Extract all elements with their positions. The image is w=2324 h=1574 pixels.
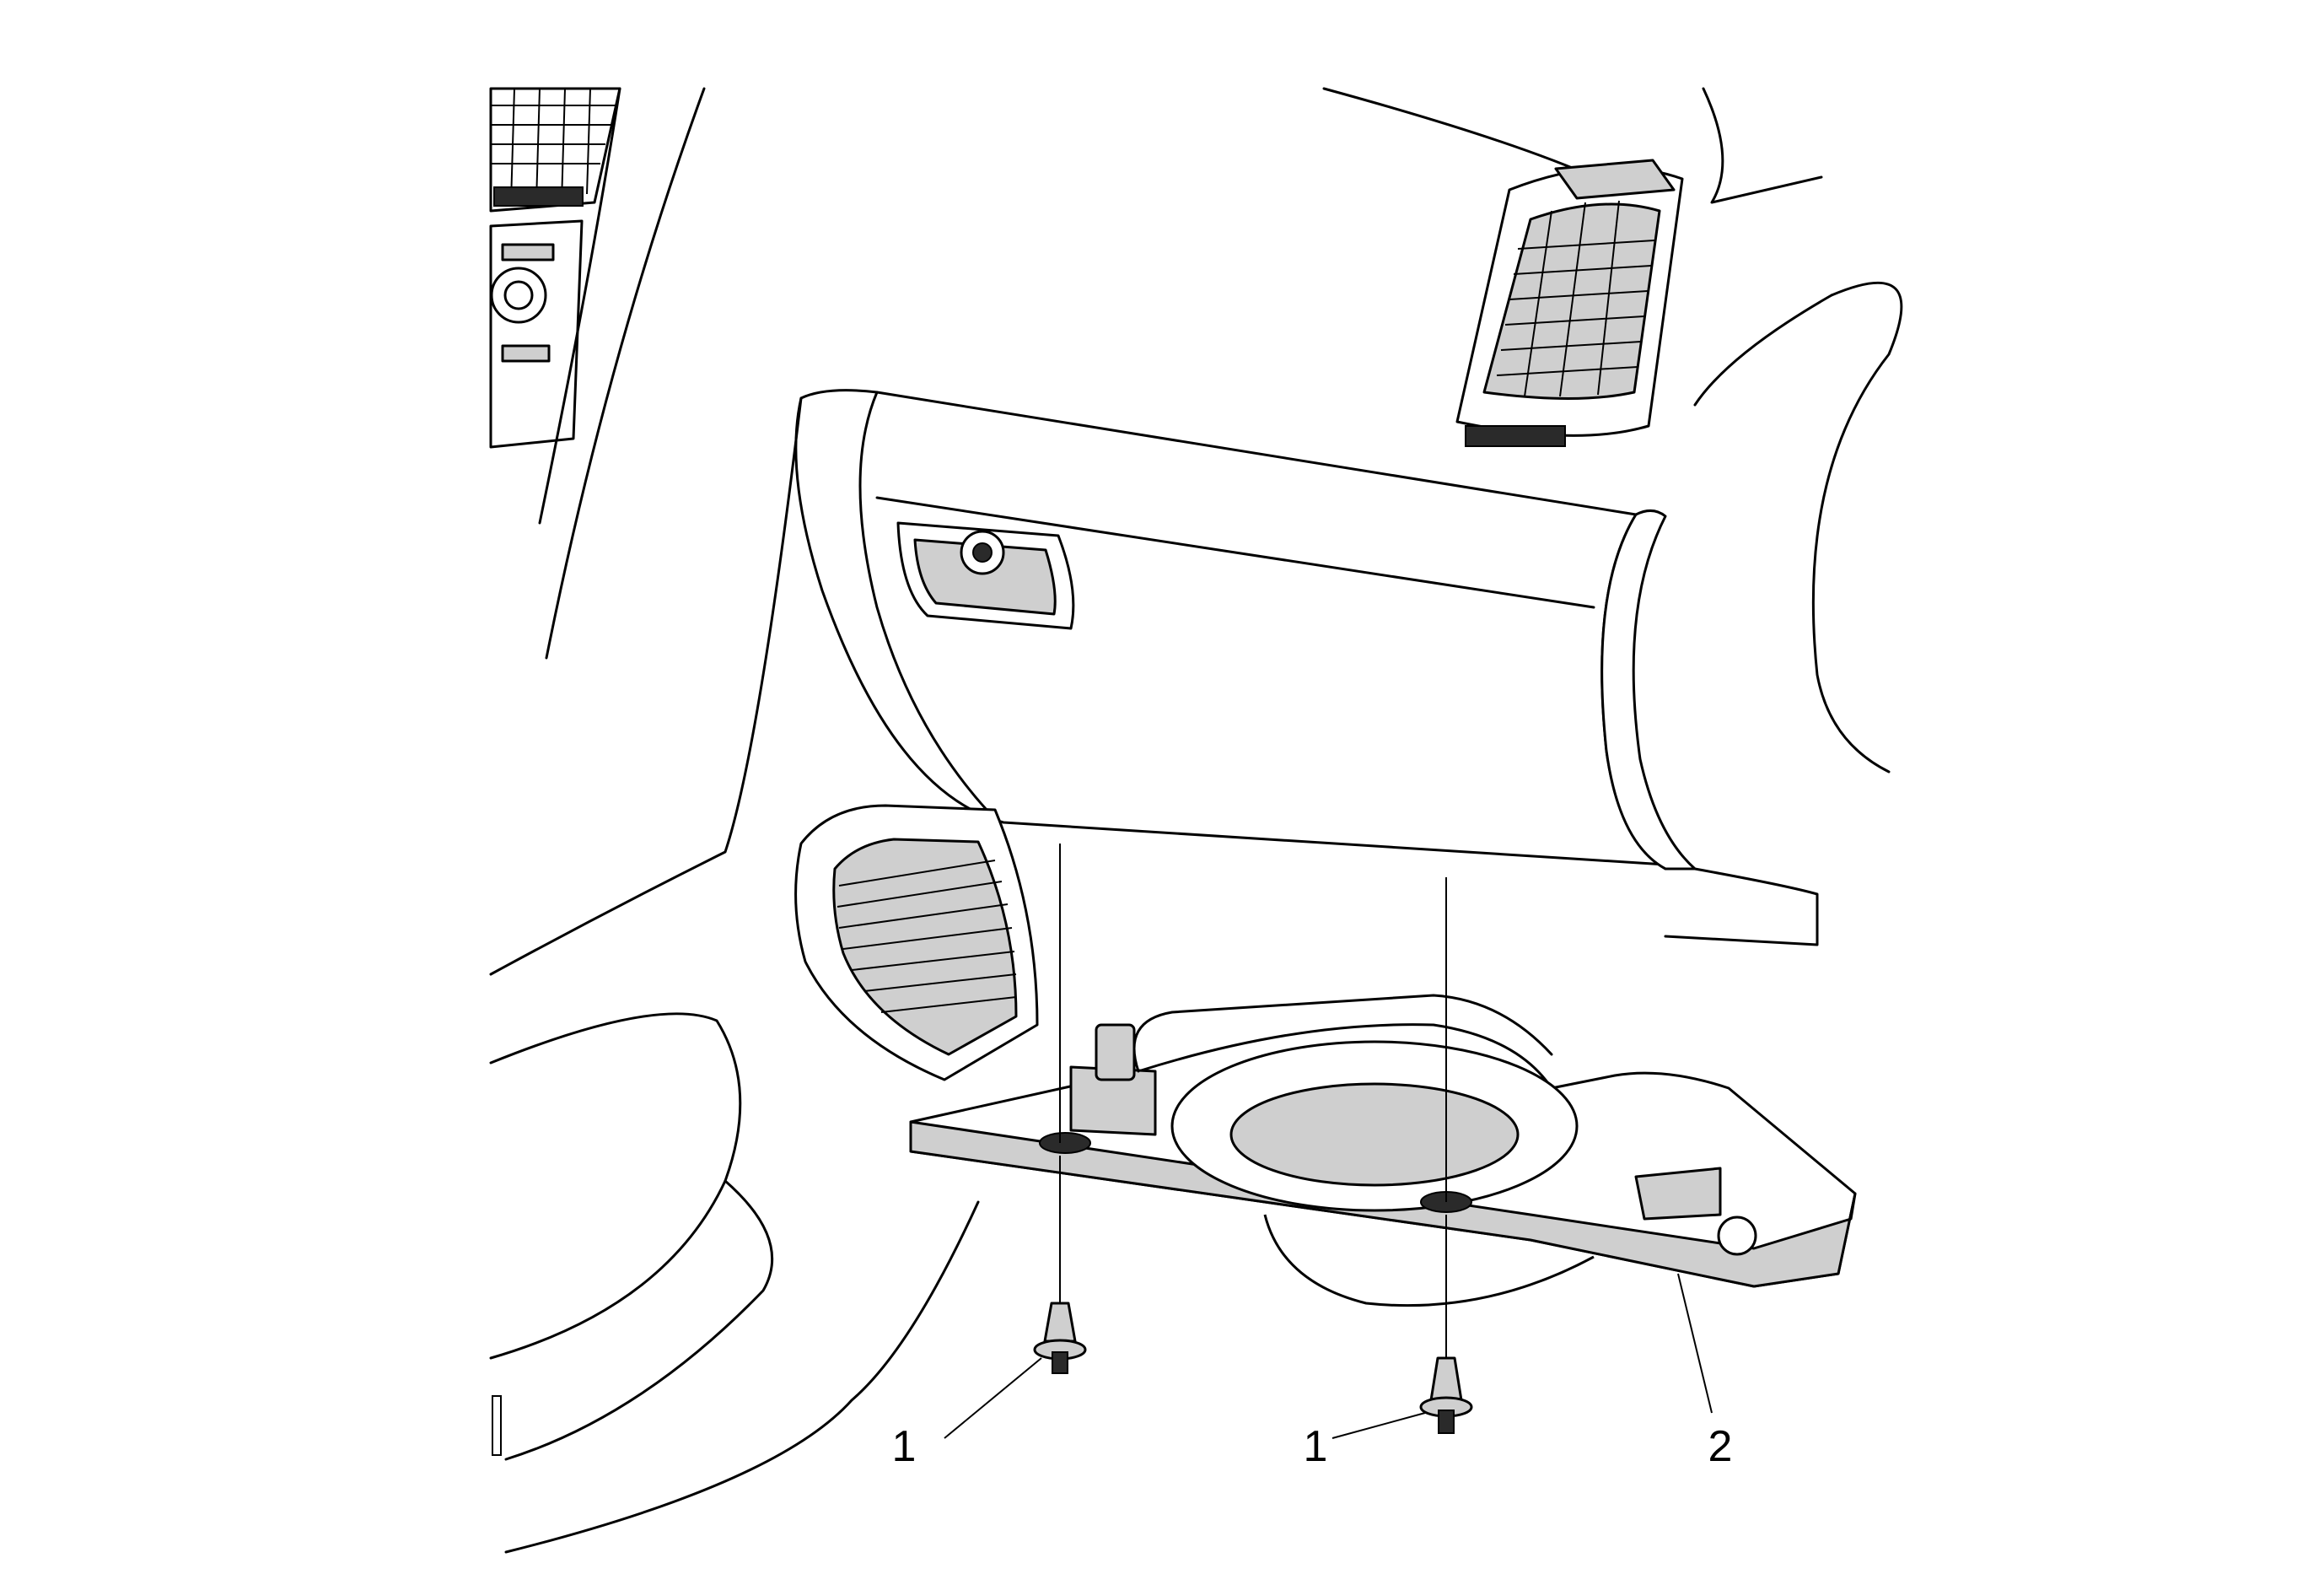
closeout-panel — [909, 994, 1857, 1307]
center-stack-edge — [538, 87, 621, 525]
passenger-air-vent — [1455, 159, 1684, 447]
center-stack-vent — [489, 87, 621, 213]
left-side-trim — [489, 396, 980, 1554]
callout-label-2: 2 — [1708, 1422, 1733, 1471]
callout-label-1-right: 1 — [1304, 1422, 1328, 1471]
console-edge — [545, 87, 706, 660]
callout-label-1-left: 1 — [892, 1422, 917, 1471]
glove-box-door — [794, 389, 1667, 866]
alignment-lines — [1059, 844, 1447, 1358]
glove-box-handle — [896, 521, 1075, 630]
push-pin-fastener-left — [1033, 1302, 1087, 1374]
footwell-air-vent — [794, 804, 1039, 1081]
radio-control-panel — [489, 219, 584, 449]
push-pin-fastener-right — [1419, 1356, 1473, 1434]
instrument-panel-right-end — [1600, 509, 1819, 946]
leader-lines — [944, 1273, 1713, 1439]
